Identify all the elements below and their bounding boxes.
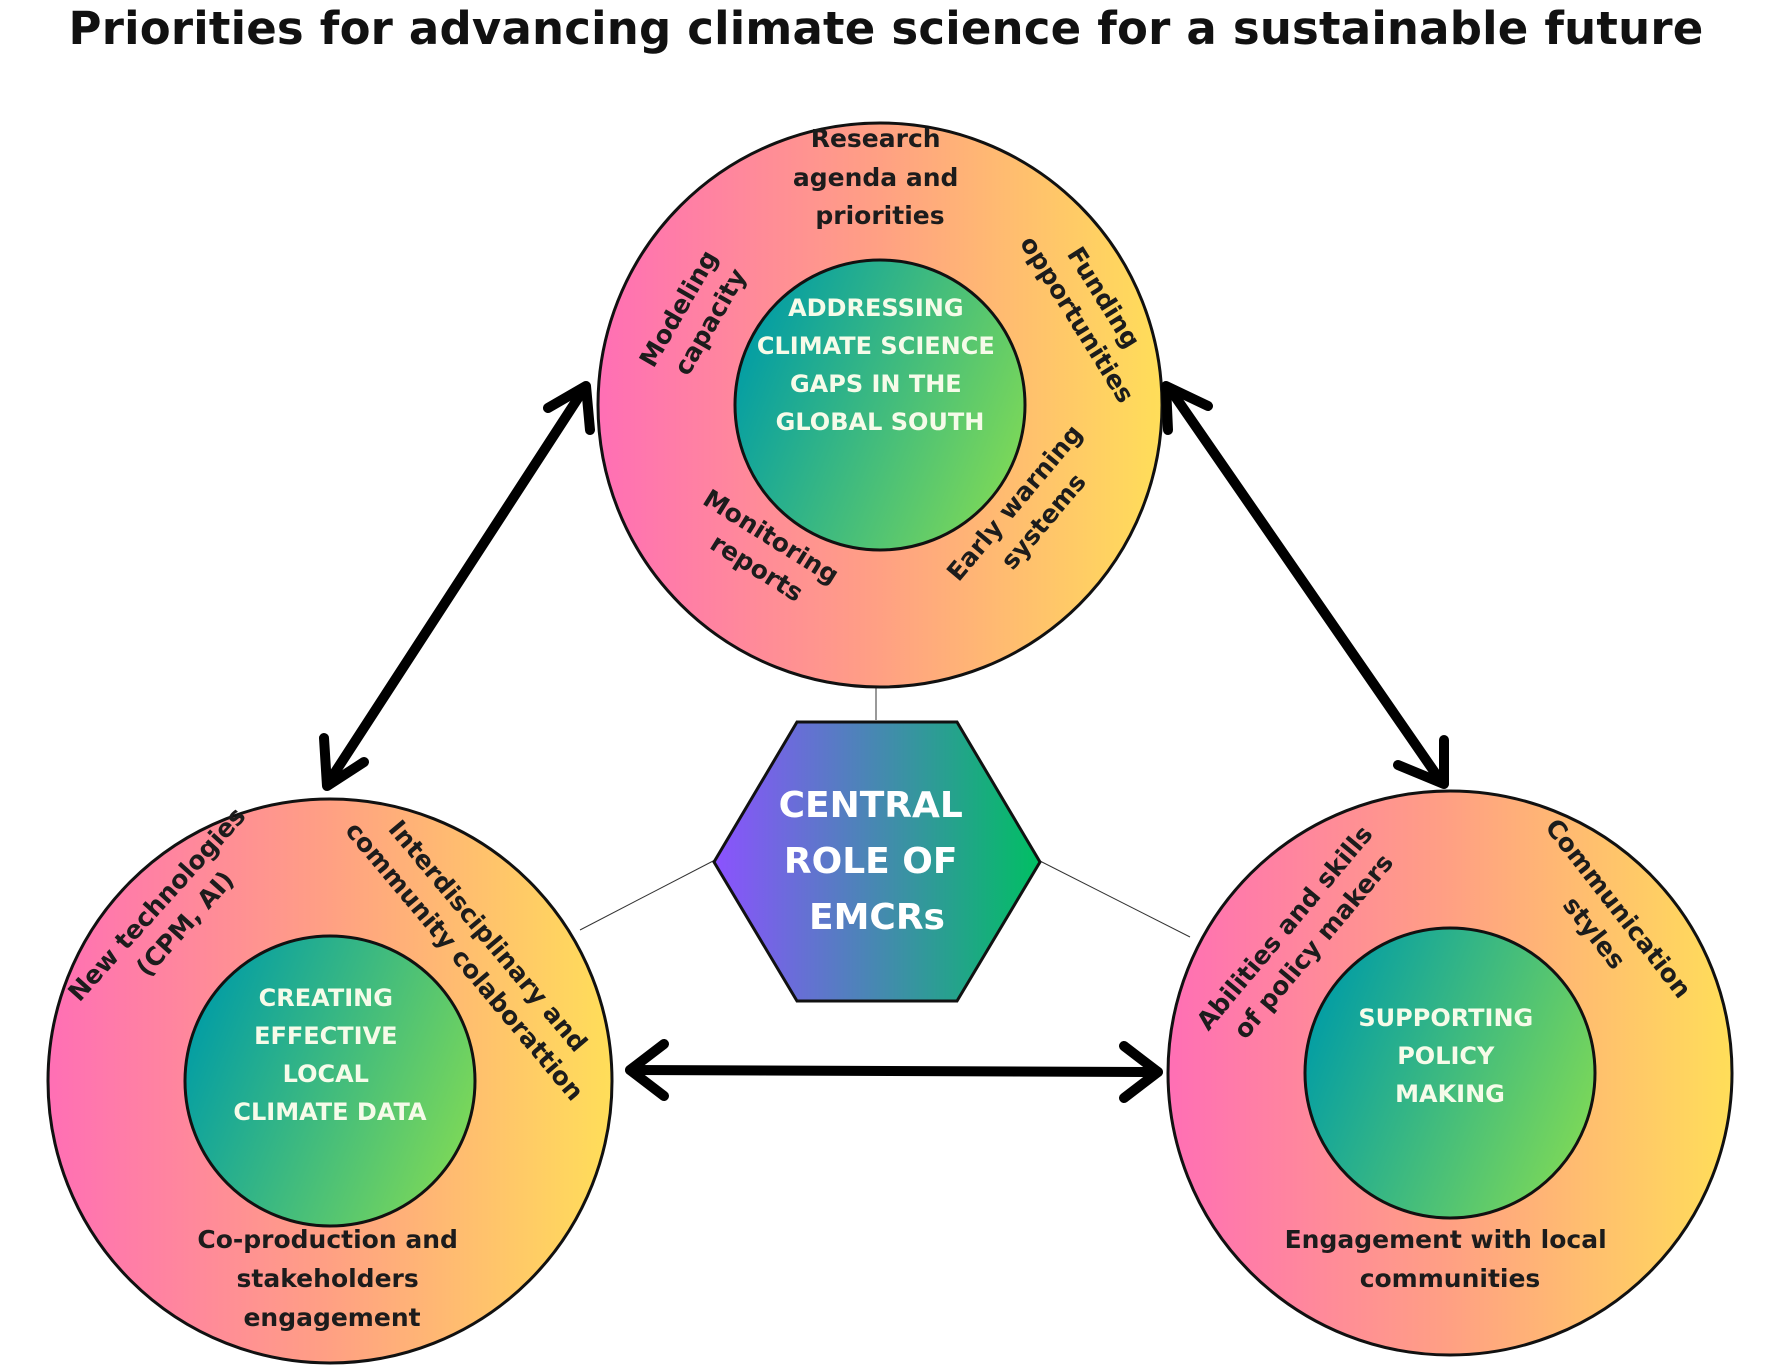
top-core-text: ADDRESSING CLIMATE SCIENCE GAPS IN THE G… — [757, 294, 1003, 436]
label-research-agenda: Research agenda and priorities — [793, 124, 967, 230]
label-coproduction: Co-production and stakeholders engagemen… — [197, 1225, 466, 1332]
central-hexagon: CENTRAL ROLE OF EMCRs — [712, 720, 1042, 1003]
arrow-top-right — [1161, 381, 1449, 789]
left-core — [183, 934, 477, 1228]
arrow-bottom — [625, 1039, 1163, 1103]
connector-left — [579, 859, 716, 931]
arrow-top-left — [319, 381, 595, 791]
left-circle: CREATING EFFECTIVE LOCAL CLIMATE DATA Ne… — [46, 797, 614, 1365]
right-circle: SUPPORTING POLICY MAKING Abilities and s… — [1166, 789, 1734, 1357]
label-engagement-local: Engagement with local communities — [1285, 1225, 1616, 1293]
right-core — [1303, 926, 1597, 1220]
top-circle: ADDRESSING CLIMATE SCIENCE GAPS IN THE G… — [596, 121, 1164, 689]
top-core — [733, 258, 1027, 552]
diagram-title: Priorities for advancing climate science… — [68, 2, 1704, 55]
left-core-text: CREATING EFFECTIVE LOCAL CLIMATE DATA — [233, 984, 427, 1126]
connector-right — [1037, 859, 1191, 938]
hexagon-text: CENTRAL ROLE OF EMCRs — [779, 785, 976, 938]
right-core-text: SUPPORTING POLICY MAKING — [1358, 1004, 1541, 1108]
hexagon-shape — [712, 720, 1042, 1003]
